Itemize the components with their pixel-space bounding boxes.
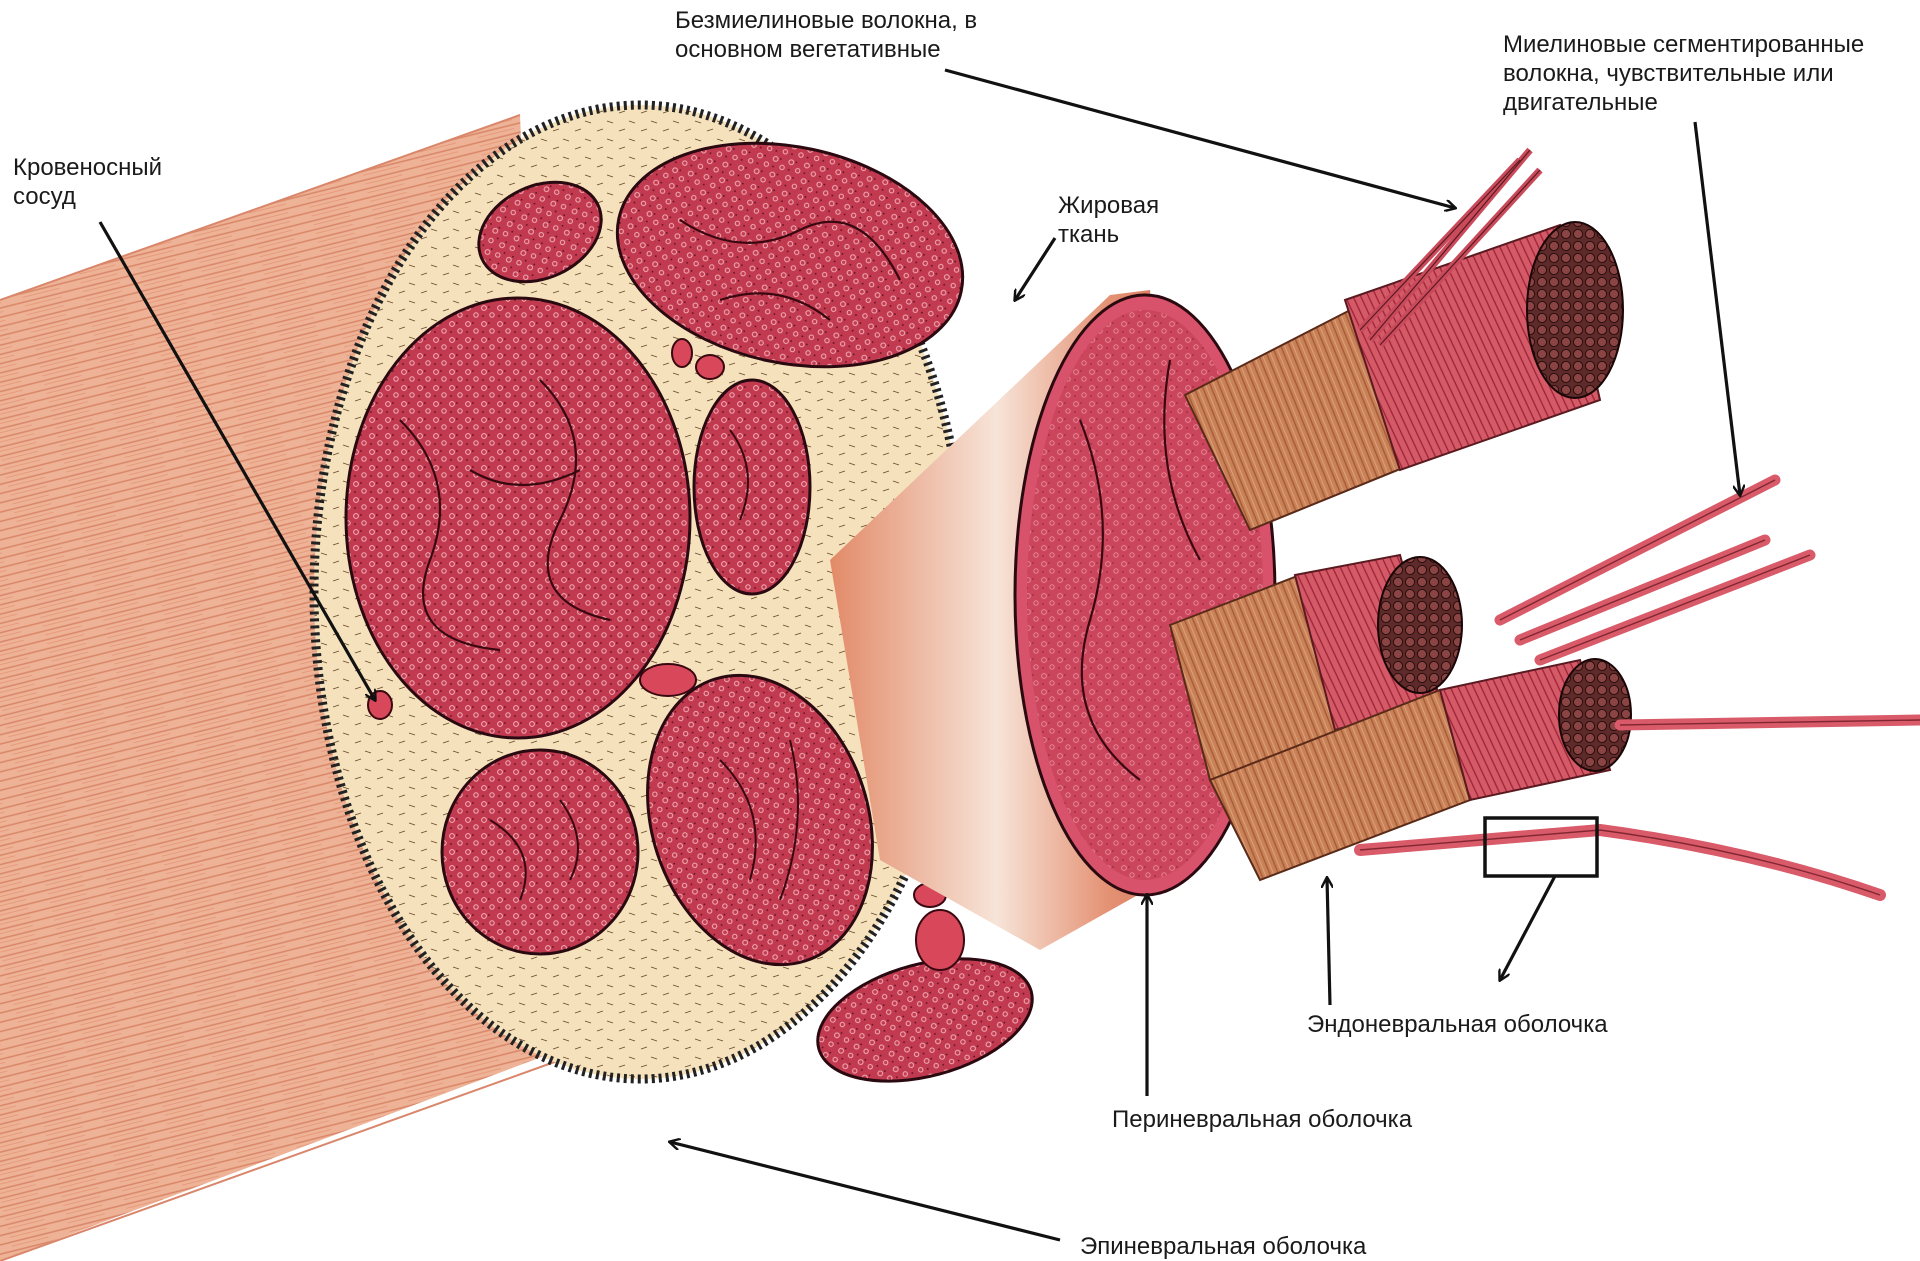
label-line: Безмиелиновые волокна, в bbox=[675, 6, 977, 35]
label-perineurium: Периневральная оболочка bbox=[1112, 1105, 1412, 1134]
label-line: Кровеносный bbox=[13, 153, 162, 182]
label-blood-vessel: Кровеносный сосуд bbox=[13, 153, 162, 211]
label-epineurium: Эпиневральная оболочка bbox=[1080, 1232, 1366, 1261]
blood-vessel-icon bbox=[696, 355, 724, 379]
fascicle bbox=[694, 380, 810, 594]
blood-vessel-icon bbox=[672, 339, 692, 367]
label-unmyelinated: Безмиелиновые волокна, в основном вегета… bbox=[675, 6, 977, 64]
blood-vessel-icon bbox=[640, 664, 696, 696]
arrow-myelinated bbox=[1695, 122, 1740, 495]
arrow-endoneurium bbox=[1327, 878, 1330, 1005]
label-fat: Жировая ткань bbox=[1058, 191, 1159, 249]
label-line: Миелиновые сегментированные bbox=[1503, 30, 1864, 59]
fascicle bbox=[346, 298, 690, 738]
label-line: основном вегетативные bbox=[675, 35, 977, 64]
label-line: ткань bbox=[1058, 220, 1159, 249]
myelinated-fibers bbox=[1360, 480, 1920, 895]
label-line: Периневральная оболочка bbox=[1112, 1105, 1412, 1134]
label-line: Эндоневральная оболочка bbox=[1307, 1010, 1608, 1039]
label-line: волокна, чувствительные или bbox=[1503, 59, 1864, 88]
arrow-epineurium bbox=[670, 1142, 1060, 1240]
label-line: Эпиневральная оболочка bbox=[1080, 1232, 1366, 1261]
label-myelinated: Миелиновые сегментированные волокна, чув… bbox=[1503, 30, 1864, 117]
label-line: Жировая bbox=[1058, 191, 1159, 220]
label-line: сосуд bbox=[13, 182, 162, 211]
fiber-bundle-upper bbox=[1185, 222, 1623, 530]
blood-vessel-icon bbox=[916, 910, 964, 970]
fascicle bbox=[442, 750, 638, 954]
arrow-unmyelinated bbox=[945, 70, 1455, 208]
arrow-endoneurium-detail bbox=[1500, 876, 1555, 980]
label-endoneurium: Эндоневральная оболочка bbox=[1307, 1010, 1608, 1039]
arrow-fat bbox=[1015, 238, 1055, 300]
label-line: двигательные bbox=[1503, 88, 1864, 117]
